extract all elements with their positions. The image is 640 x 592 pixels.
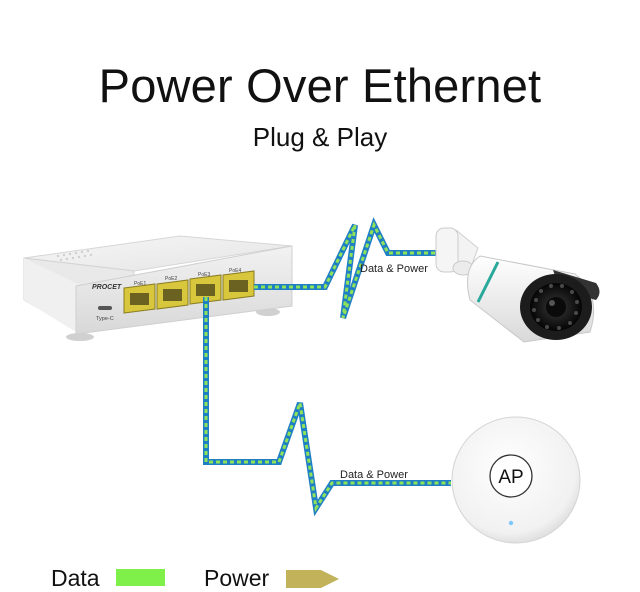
data-swatch — [116, 569, 165, 586]
ap-link-label: Data & Power — [340, 469, 408, 481]
cable-to-ap — [203, 297, 451, 517]
ap-badge — [489, 454, 533, 498]
page-title: Power Over Ethernet — [98, 59, 542, 112]
switch-brand-logo: PROCET — [92, 284, 122, 291]
cable-to-camera — [254, 217, 440, 319]
ap-status-led — [508, 520, 514, 526]
usb-c-label: Type-C — [96, 316, 114, 322]
port-label-poe3: PoE3 — [198, 272, 210, 278]
camera-link-label: Data & Power — [360, 263, 428, 275]
ip-camera — [435, 227, 600, 343]
legend-power-label: Power — [204, 565, 270, 591]
port-label-poe2: PoE2 — [165, 276, 177, 282]
usb-c-port — [98, 306, 112, 310]
legend-data-label: Data — [51, 565, 100, 591]
access-point: AP — [451, 416, 581, 544]
port-label-poe1: PoE1 — [134, 281, 146, 287]
page-subtitle: Plug & Play — [252, 122, 388, 152]
poe-switch: PROCET Type-C PoE1 PoE2 PoE3 PoE4 — [23, 235, 293, 341]
ap-label: AP — [498, 467, 523, 488]
ethernet-ports — [123, 270, 255, 314]
port-label-poe4: PoE4 — [229, 268, 241, 274]
power-arrow-icon — [286, 570, 339, 588]
